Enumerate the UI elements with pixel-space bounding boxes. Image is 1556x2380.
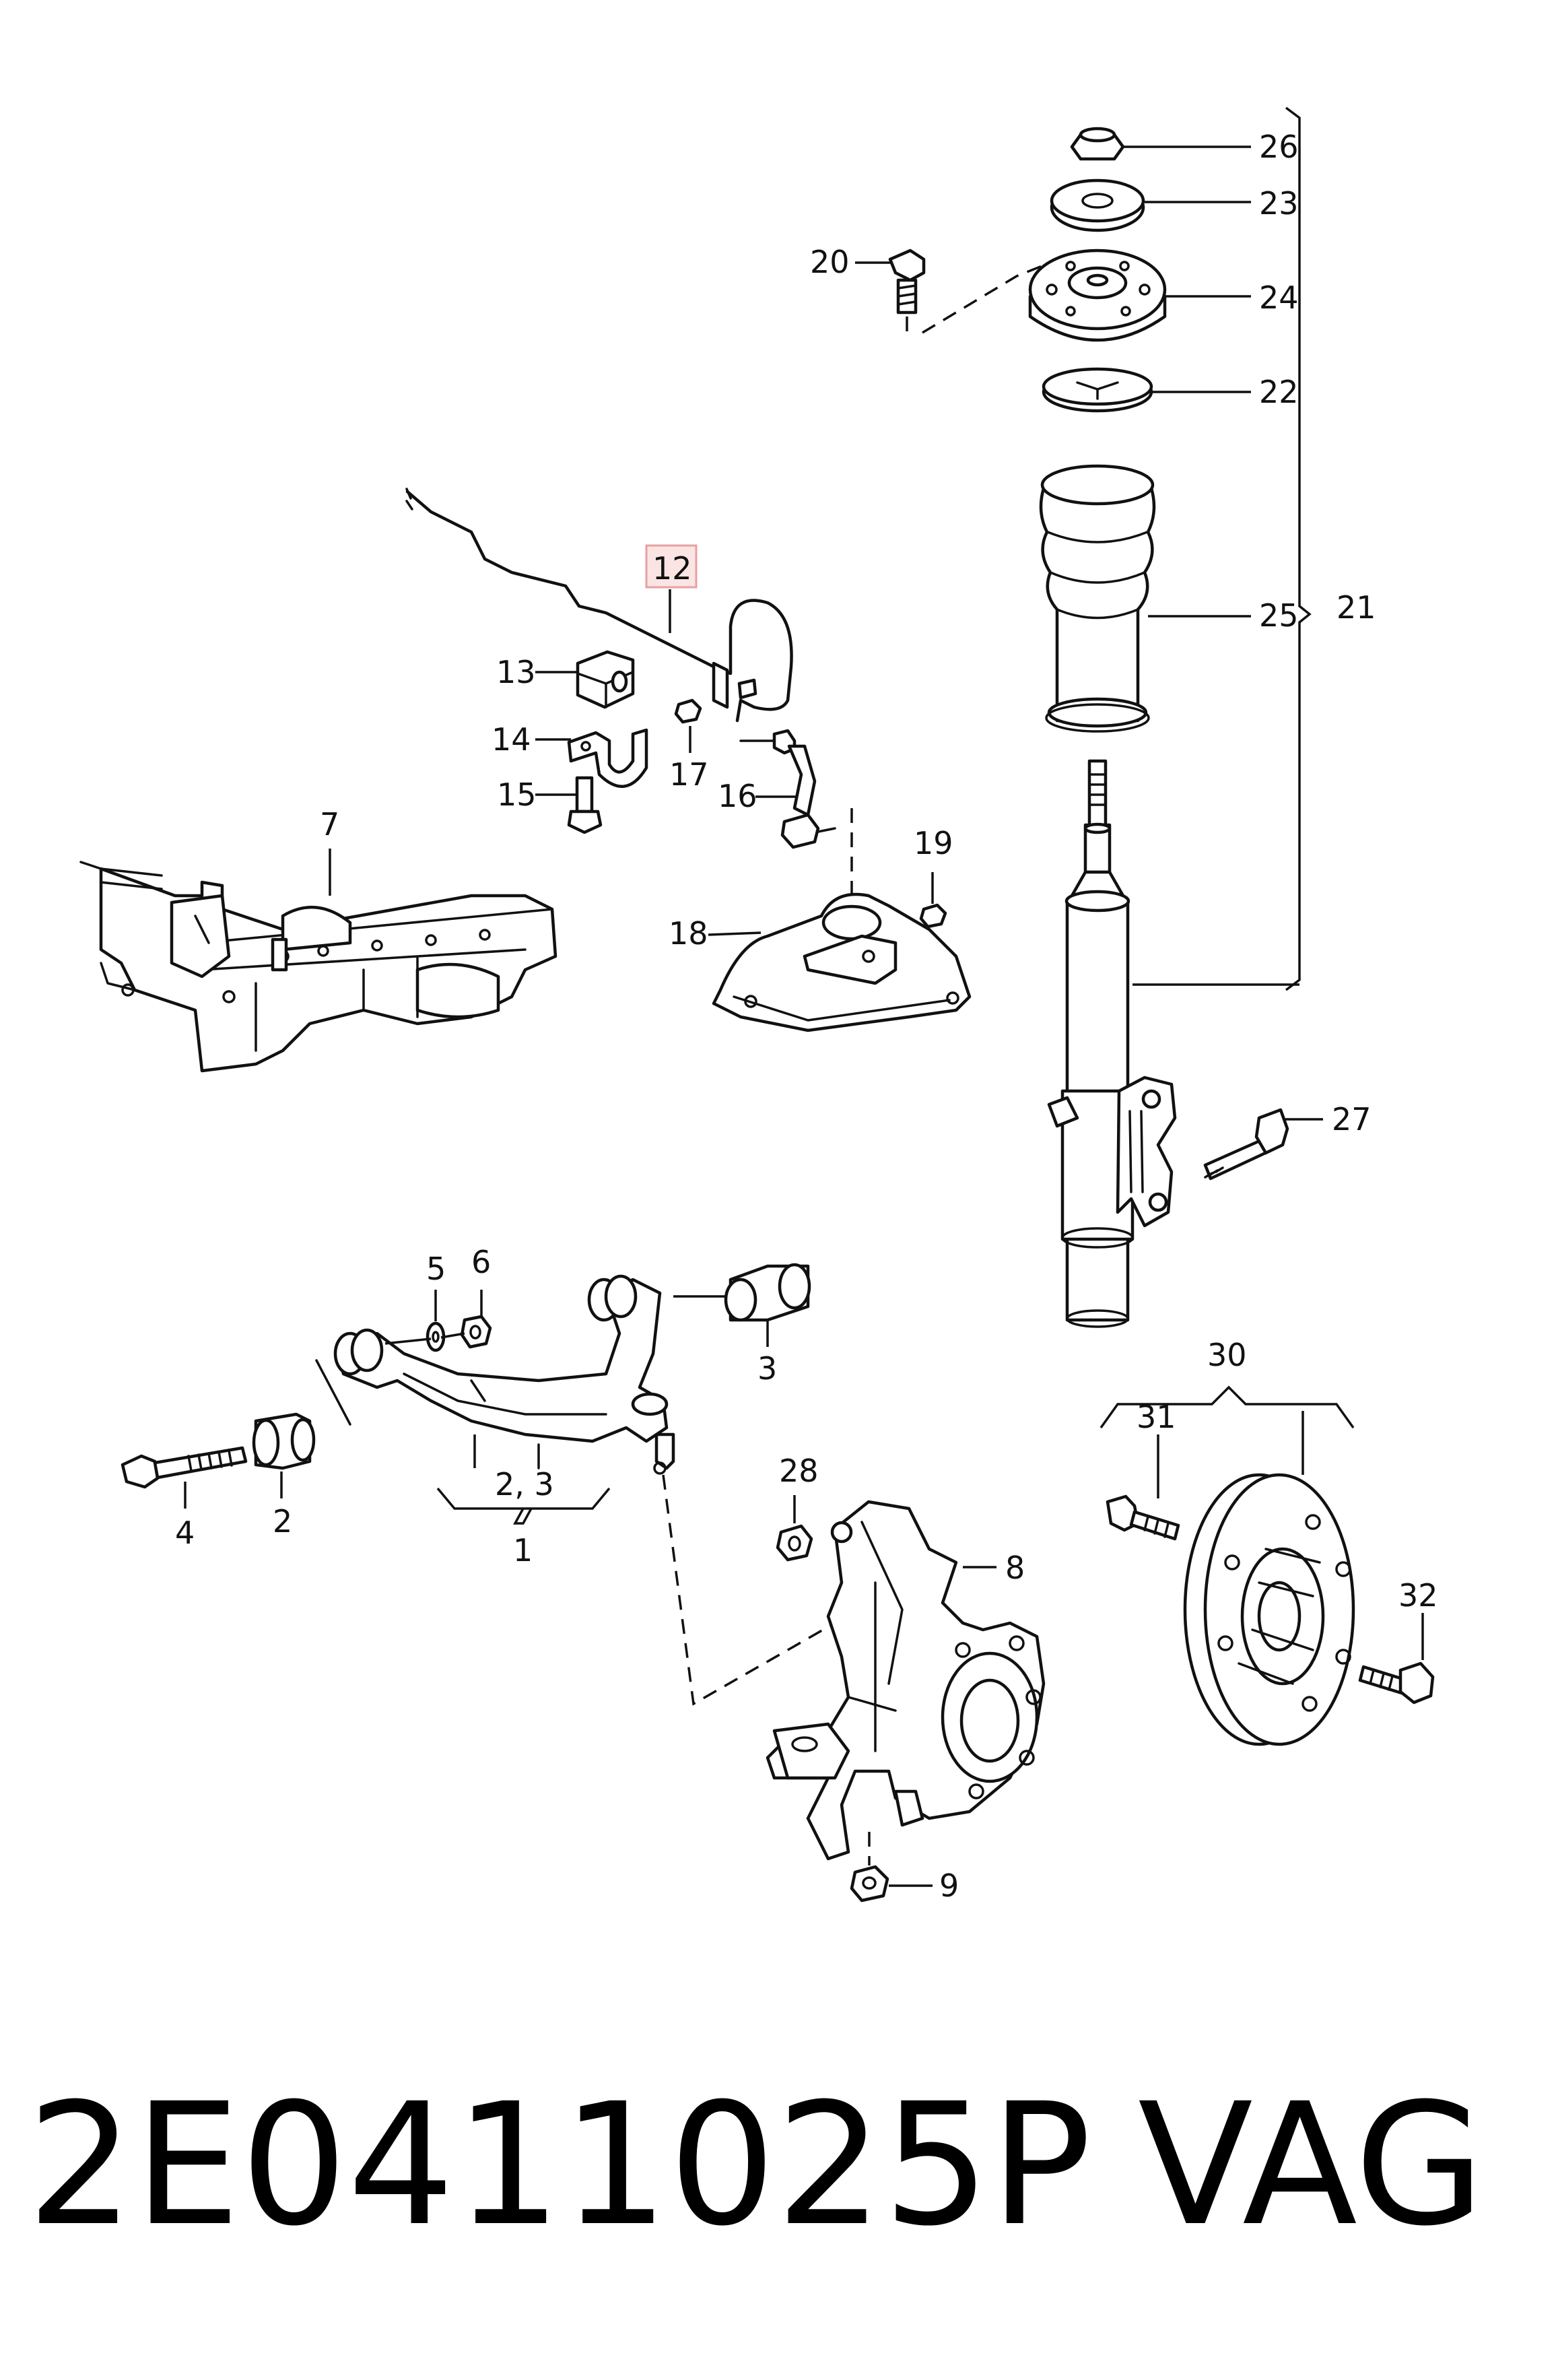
callout-24: 24: [1259, 279, 1299, 316]
callout-18: 18: [669, 915, 708, 952]
callout-3: 3: [757, 1350, 777, 1387]
callout-20: 20: [810, 244, 850, 280]
part-number: 2E0411025P: [27, 2067, 1092, 2263]
part-2-bushing: [252, 1412, 316, 1470]
callout-31: 31: [1137, 1399, 1176, 1435]
part-17-nut: [674, 698, 702, 724]
callout-19: 19: [914, 825, 953, 861]
strut-assembly: [1028, 127, 1177, 1328]
part-27-bolt: [1203, 1108, 1289, 1181]
callout-2: 2: [273, 1503, 292, 1540]
callout-23: 23: [1259, 185, 1299, 222]
callout-16: 16: [718, 778, 757, 814]
callout-5: 5: [426, 1251, 446, 1287]
part-12-stabilizer-bar: [405, 488, 793, 723]
part-28-nut: [776, 1524, 813, 1562]
dash-20-to-24: [906, 263, 1048, 337]
callout-labels: 26 23 24 22 25 21 20 27 12 13 14 15 17 1…: [175, 129, 1438, 1904]
callout-22: 22: [1259, 374, 1299, 410]
part-3-bushing: [724, 1263, 811, 1322]
part-9-nut: [850, 1832, 889, 1903]
leader-5-6: [384, 1332, 465, 1345]
part-30-wheel-hub: [1183, 1473, 1355, 1746]
part-31-bolt: [1106, 1494, 1180, 1541]
part-22-plate: [1042, 367, 1153, 413]
part-26-nut: [1070, 127, 1125, 161]
part-19-nut: [919, 903, 947, 929]
dash-arm-to-knuckle: [662, 1474, 836, 1706]
callout-7: 7: [320, 806, 339, 842]
part-15-bolt: [567, 776, 603, 834]
callout-6: 6: [471, 1244, 491, 1280]
part-20-bolt: [888, 249, 926, 315]
callout-9: 9: [939, 1867, 959, 1904]
part-8-steering-knuckle: [766, 1500, 1046, 1861]
part-25-dust-boot: [1039, 464, 1156, 733]
part-13-bushing: [576, 650, 635, 709]
callout-25: 25: [1259, 597, 1299, 634]
callout-14: 14: [492, 721, 531, 758]
part-1-control-arm: [315, 1274, 675, 1475]
callout-26: 26: [1259, 129, 1299, 165]
part-7-subframe: [79, 861, 557, 1073]
callout-4: 4: [175, 1515, 195, 1551]
brand-name: VAG: [1138, 2067, 1485, 2263]
shock-piston-rod: [1083, 759, 1112, 874]
callout-32: 32: [1398, 1577, 1438, 1614]
callout-2-3: 2, 3: [495, 1466, 554, 1502]
callout-1: 1: [513, 1532, 533, 1568]
callout-15: 15: [497, 776, 537, 813]
part-23-bearing: [1050, 178, 1145, 232]
part-18-mount-plate: [712, 892, 972, 1032]
part-16-coupling-rod: [739, 729, 836, 849]
callout-12: 12: [652, 550, 692, 587]
callout-13: 13: [496, 654, 536, 690]
part-14-clamp: [567, 728, 648, 789]
callout-21: 21: [1337, 589, 1376, 626]
callout-30: 30: [1207, 1337, 1247, 1373]
highlight-box-12: [645, 544, 698, 589]
callout-8: 8: [1005, 1550, 1025, 1586]
part-4-bolt: [121, 1446, 248, 1489]
leader-lines: [184, 106, 1424, 1887]
part-6-nut: [460, 1315, 492, 1349]
part-32-bolt: [1358, 1661, 1435, 1705]
callout-27: 27: [1332, 1101, 1372, 1137]
callout-17: 17: [669, 756, 709, 793]
callout-28: 28: [779, 1453, 819, 1489]
shock-absorber-body: [1047, 870, 1177, 1328]
part-24-top-mount: [1028, 249, 1167, 342]
